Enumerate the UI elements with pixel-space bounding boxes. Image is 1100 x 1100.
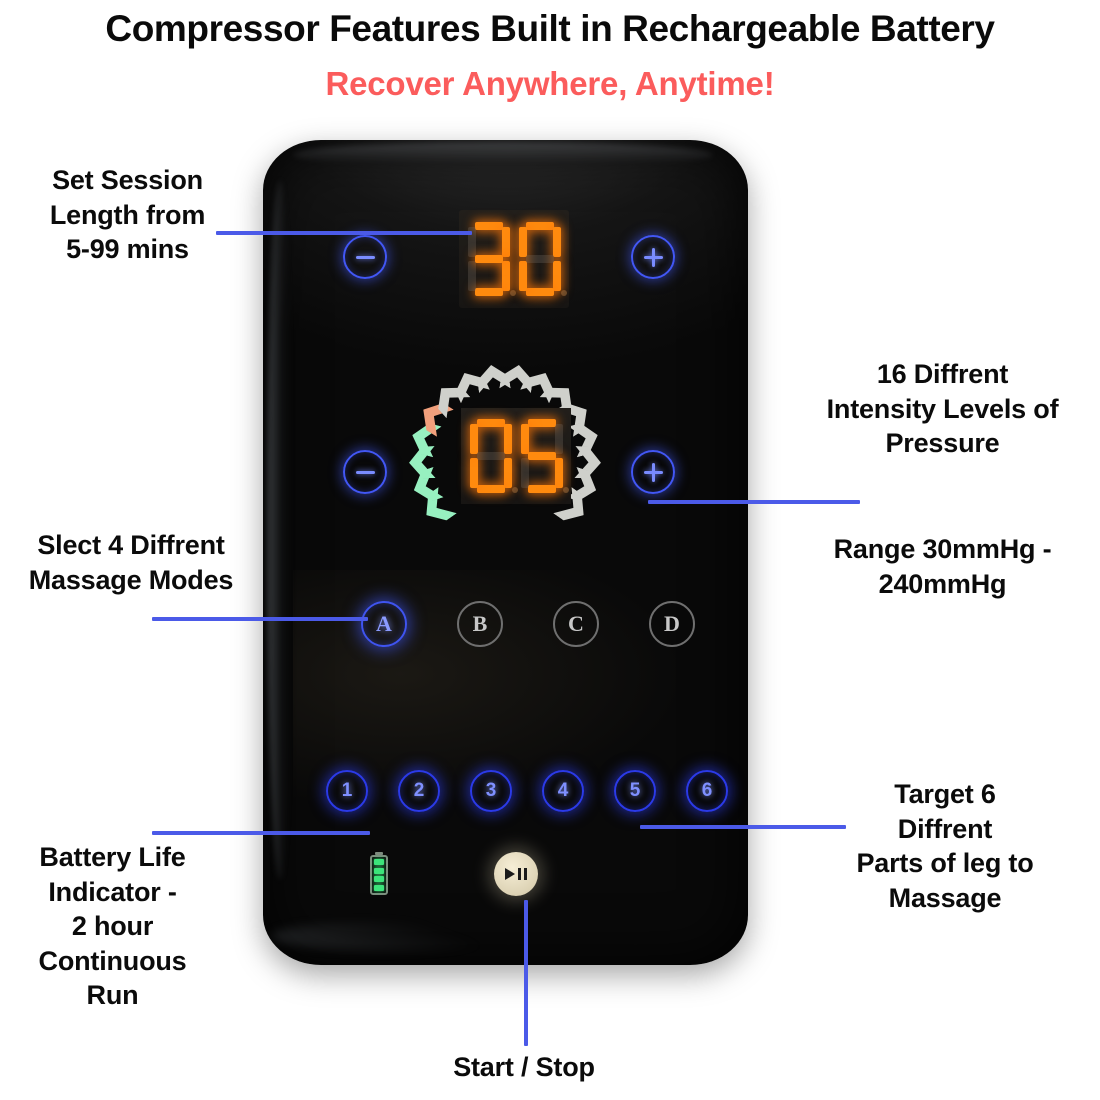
leader-line-massage-modes <box>152 617 368 621</box>
battery-bar <box>374 867 384 874</box>
battery-bar <box>374 876 384 883</box>
battery-indicator <box>370 852 388 895</box>
timer-display <box>459 210 569 308</box>
zone-button-2[interactable]: 2 <box>398 770 440 812</box>
zone-button-1[interactable]: 1 <box>326 770 368 812</box>
timer-digit-2 <box>518 222 567 296</box>
annotation-pressure-range: Range 30mmHg - 240mmHg <box>833 534 1052 599</box>
mode-button-d[interactable]: D <box>649 601 695 647</box>
leader-line-start-stop <box>524 900 528 1046</box>
battery-bar <box>374 884 384 891</box>
zone-button-6[interactable]: 6 <box>686 770 728 812</box>
leader-line-target-zones <box>640 825 846 829</box>
panel-edge-highlight-left <box>267 180 293 880</box>
annotation-session-length: Set Session Length from 5-99 mins <box>49 165 206 265</box>
battery-bar <box>374 859 384 865</box>
intensity-digit-2 <box>520 419 569 493</box>
compressor-control-panel: A B C D 1 2 3 4 5 6 <box>263 140 748 965</box>
page-subtitle: Recover Anywhere, Anytime! <box>325 65 775 102</box>
panel-edge-highlight-bottom <box>271 921 521 951</box>
zone-button-1-label: 1 <box>341 780 353 801</box>
zone-button-5[interactable]: 5 <box>614 770 656 812</box>
timer-plus-button[interactable] <box>631 235 675 279</box>
timer-digit-1 <box>467 222 516 296</box>
annotation-massage-modes: Slect 4 Diffrent Massage Modes <box>28 530 234 595</box>
mode-button-a[interactable]: A <box>361 601 407 647</box>
mode-button-c[interactable]: C <box>553 601 599 647</box>
play-icon <box>505 868 515 880</box>
intensity-digit-1 <box>469 419 518 493</box>
zone-button-6-label: 6 <box>701 780 713 801</box>
mode-button-b[interactable]: B <box>457 601 503 647</box>
panel-edge-highlight-top <box>293 142 713 168</box>
mode-button-c-label: C <box>568 611 584 636</box>
mode-button-b-label: B <box>472 611 488 636</box>
minus-icon <box>355 255 375 259</box>
zone-button-3[interactable]: 3 <box>470 770 512 812</box>
zone-button-5-label: 5 <box>629 780 641 801</box>
start-stop-button[interactable] <box>494 852 538 896</box>
leader-line-battery-life <box>152 831 370 835</box>
annotation-target-zones: Target 6 Diffrent Parts of leg to Massag… <box>856 779 1034 913</box>
annotation-start-stop: Start / Stop <box>453 1052 595 1082</box>
annotation-battery-life: Battery Life Indicator - 2 hour Continuo… <box>38 842 187 1011</box>
page-title: Compressor Features Built in Rechargeabl… <box>105 8 995 49</box>
annotation-intensity-levels: 16 Diffrent Intensity Levels of Pressure <box>826 359 1059 459</box>
timer-minus-button[interactable] <box>343 235 387 279</box>
zone-button-3-label: 3 <box>485 780 497 801</box>
zone-button-4[interactable]: 4 <box>542 770 584 812</box>
mode-button-d-label: D <box>664 611 680 636</box>
minus-icon <box>355 470 375 474</box>
zone-button-2-label: 2 <box>413 780 425 801</box>
battery-cap <box>375 852 383 855</box>
intensity-minus-button[interactable] <box>343 450 387 494</box>
mode-button-a-label: A <box>376 611 392 636</box>
leader-line-intensity-levels <box>648 500 860 504</box>
pause-icon <box>518 868 527 880</box>
zone-button-4-label: 4 <box>557 780 569 801</box>
intensity-plus-button[interactable] <box>631 450 675 494</box>
leader-line-session-length <box>216 231 472 235</box>
intensity-display <box>461 408 571 504</box>
